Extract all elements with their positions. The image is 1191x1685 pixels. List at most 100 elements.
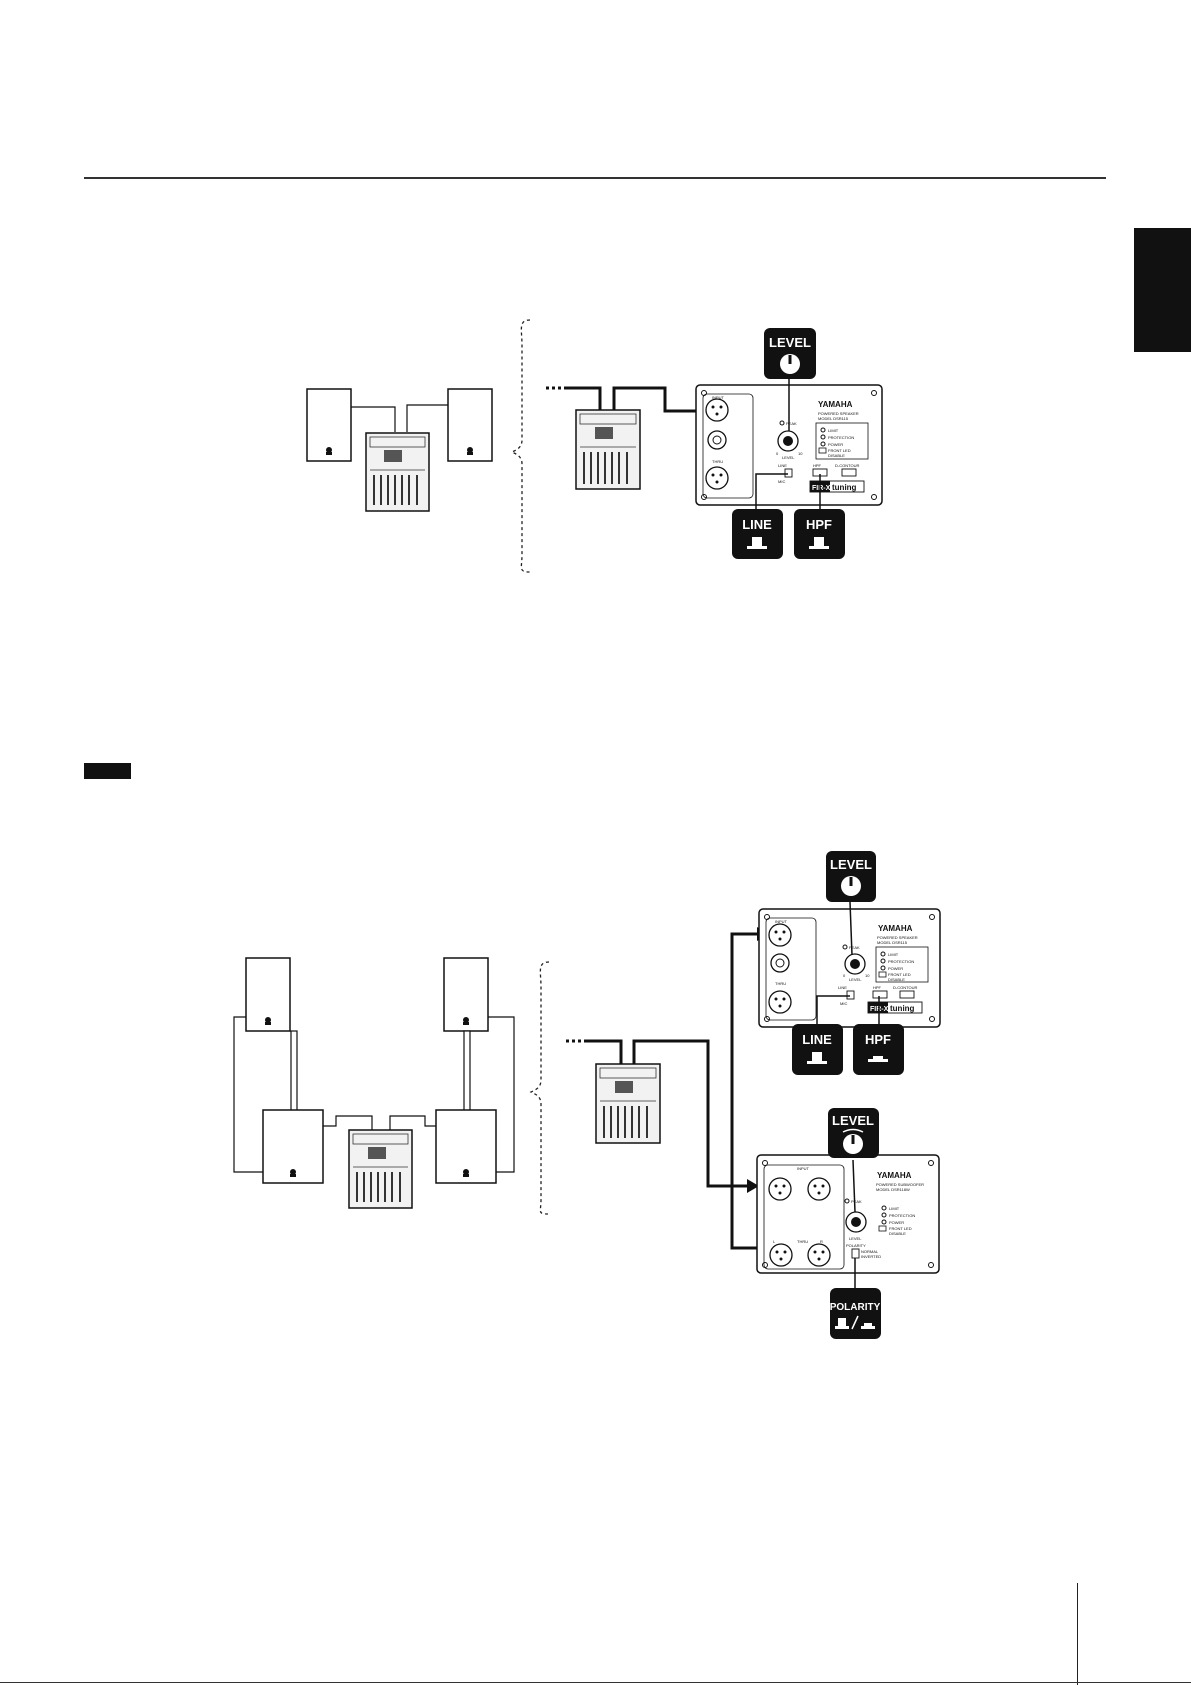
svg-text:POWERED SPEAKER: POWERED SPEAKER — [818, 411, 859, 416]
top-speaker-left — [245, 957, 291, 1032]
svg-text:LEVEL: LEVEL — [849, 1236, 862, 1241]
detail-brace — [510, 319, 531, 573]
svg-text:YAMAHA: YAMAHA — [878, 924, 913, 933]
svg-text:DISABLE: DISABLE — [828, 453, 845, 458]
svg-text:THRU: THRU — [712, 459, 723, 464]
svg-text:HPF: HPF — [806, 517, 832, 532]
speaker-rear-panel-2: INPUT THRU YAMAHA POWERED SPEAKER MODEL … — [758, 908, 941, 1028]
svg-text:10: 10 — [798, 451, 803, 456]
svg-text:POWER: POWER — [889, 1220, 904, 1225]
cable-to-input — [612, 386, 700, 415]
level-knob-badge-sub: LEVEL — [828, 1108, 879, 1158]
svg-text:FRONT LED: FRONT LED — [828, 448, 851, 453]
svg-text:PROTECTION: PROTECTION — [888, 959, 914, 964]
svg-text:10: 10 — [865, 973, 870, 978]
leader-line — [755, 473, 788, 514]
svg-text:LINE: LINE — [778, 463, 787, 468]
level-knob-badge-top: LEVEL — [826, 851, 876, 902]
cable-left-loop — [233, 1016, 263, 1173]
cable-to-panel — [564, 386, 602, 415]
svg-text:PROTECTION: PROTECTION — [889, 1213, 915, 1218]
hpf-switch-badge: HPF — [794, 509, 845, 559]
cable-to-sub-input — [632, 1039, 747, 1188]
level-knob-badge: LEVEL — [764, 328, 816, 379]
svg-text:THRU: THRU — [797, 1239, 808, 1244]
subwoofer-right — [435, 1109, 497, 1184]
svg-text:MIC: MIC — [840, 1001, 847, 1006]
svg-text:PROTECTION: PROTECTION — [828, 435, 854, 440]
svg-text:FRONT LED: FRONT LED — [888, 972, 911, 977]
top-speaker-right — [443, 957, 489, 1032]
diagram-speaker-subwoofer-connection: INPUT THRU YAMAHA POWERED SPEAKER MODEL … — [233, 851, 941, 1339]
svg-text:POLARITY: POLARITY — [830, 1302, 881, 1313]
svg-text:LIMIT: LIMIT — [889, 1206, 900, 1211]
leader-level-sub — [852, 1159, 856, 1213]
subwoofer-left — [262, 1109, 324, 1184]
hpf-switch-badge-2: HPF — [853, 1024, 904, 1075]
line-switch-badge-2: LINE — [792, 1024, 843, 1075]
cable-mixer-in — [584, 1039, 623, 1068]
subwoofer-rear-panel: INPUT L THRU R YAMAHA POWERED SUBWOOFER … — [756, 1154, 940, 1274]
pole-left — [290, 1030, 298, 1112]
svg-text:INPUT: INPUT — [712, 395, 725, 400]
svg-text:INPUT: INPUT — [797, 1166, 810, 1171]
svg-text:tuning: tuning — [832, 483, 857, 492]
svg-text:POWERED SPEAKER: POWERED SPEAKER — [877, 935, 918, 940]
svg-text:PEAK: PEAK — [786, 421, 797, 426]
cable-right-sub — [389, 1115, 436, 1130]
svg-text:D-CONTOUR: D-CONTOUR — [835, 463, 859, 468]
svg-text:LIMIT: LIMIT — [828, 428, 839, 433]
svg-text:LEVEL: LEVEL — [769, 335, 811, 350]
cable-left-speaker — [351, 406, 396, 432]
svg-text:0: 0 — [776, 451, 779, 456]
svg-text:POWER: POWER — [828, 442, 843, 447]
svg-text:LINE: LINE — [802, 1032, 832, 1047]
svg-text:FIR-X: FIR-X — [812, 485, 831, 492]
svg-text:LEVEL: LEVEL — [832, 1113, 874, 1128]
svg-text:L: L — [773, 1239, 776, 1244]
mixer-detail — [575, 409, 641, 490]
svg-text:LINE: LINE — [742, 517, 772, 532]
svg-text:POWERED SUBWOOFER: POWERED SUBWOOFER — [876, 1182, 924, 1187]
svg-text:MIC: MIC — [778, 479, 785, 484]
speaker-left — [306, 388, 352, 462]
svg-text:LEVEL: LEVEL — [849, 977, 862, 982]
svg-text:HPF: HPF — [873, 985, 882, 990]
pole-right — [463, 1030, 471, 1112]
svg-text:tuning: tuning — [890, 1004, 915, 1013]
svg-text:LEVEL: LEVEL — [782, 455, 795, 460]
note-badge — [84, 763, 131, 779]
speaker-rear-panel: INPUT THRU YAMAHA POWERED SPEAKER MODEL … — [695, 384, 883, 506]
svg-text:POWER: POWER — [888, 966, 903, 971]
leader-line-2 — [816, 995, 850, 1029]
page-number-divider — [1077, 1583, 1078, 1685]
svg-text:MODEL DSR115: MODEL DSR115 — [877, 940, 908, 945]
svg-text:MODEL DSR115: MODEL DSR115 — [818, 416, 849, 421]
svg-text:PEAK: PEAK — [851, 1199, 862, 1204]
svg-text:R: R — [820, 1239, 823, 1244]
cable-right-speaker — [406, 404, 448, 432]
svg-text:LEVEL: LEVEL — [830, 857, 872, 872]
cable-left-sub — [323, 1115, 373, 1130]
svg-text:INVERTED: INVERTED — [861, 1254, 881, 1259]
language-tab — [1134, 228, 1191, 352]
header-rule — [84, 177, 1106, 179]
mixer-detail-2 — [595, 1063, 661, 1144]
svg-text:PEAK: PEAK — [849, 945, 860, 950]
arrow-to-sub-input — [747, 1179, 759, 1193]
polarity-switch-badge: POLARITY — [830, 1288, 881, 1339]
svg-text:DISABLE: DISABLE — [889, 1231, 906, 1236]
cable-right-loop — [488, 1016, 515, 1173]
svg-text:POLARITY: POLARITY — [846, 1243, 866, 1248]
mixer-icon — [365, 432, 430, 512]
speaker-right — [447, 388, 493, 462]
cable-thru-to-speaker — [730, 932, 770, 1250]
svg-text:LIMIT: LIMIT — [888, 952, 899, 957]
svg-text:D-CONTOUR: D-CONTOUR — [893, 985, 917, 990]
svg-text:LINE: LINE — [838, 985, 847, 990]
svg-text:FRONT LED: FRONT LED — [889, 1226, 912, 1231]
svg-text:INPUT: INPUT — [775, 919, 788, 924]
svg-text:YAMAHA: YAMAHA — [818, 400, 853, 409]
svg-text:NORMAL: NORMAL — [861, 1249, 879, 1254]
svg-text:HPF: HPF — [865, 1032, 891, 1047]
